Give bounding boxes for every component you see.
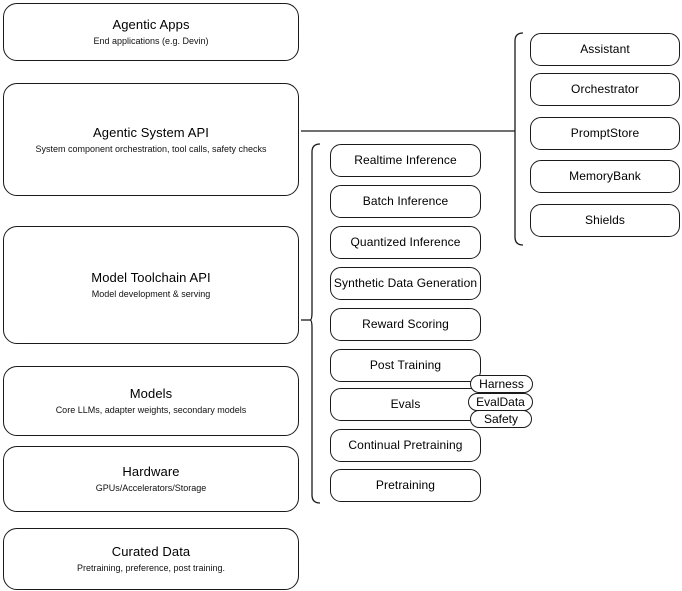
node-continual-pretraining[interactable]: Continual Pretraining xyxy=(330,429,481,462)
layer-model-toolchain-api[interactable]: Model Toolchain API Model development & … xyxy=(3,226,299,344)
right-group-brace xyxy=(514,32,524,246)
node-memorybank[interactable]: MemoryBank xyxy=(530,160,680,193)
node-reward-scoring[interactable]: Reward Scoring xyxy=(330,308,481,341)
layer-subtitle: End applications (e.g. Devin) xyxy=(93,36,209,46)
layer-models[interactable]: Models Core LLMs, adapter weights, secon… xyxy=(3,366,299,436)
layer-subtitle: Core LLMs, adapter weights, secondary mo… xyxy=(55,405,247,415)
node-label: Assistant xyxy=(580,42,630,56)
node-label: Post Training xyxy=(369,358,442,372)
node-realtime-inference[interactable]: Realtime Inference xyxy=(330,144,481,177)
pill-safety[interactable]: Safety xyxy=(470,410,532,428)
node-label: MemoryBank xyxy=(569,169,641,183)
pill-harness[interactable]: Harness xyxy=(470,375,533,393)
layer-title: Curated Data xyxy=(111,544,191,559)
layer-subtitle: Pretraining, preference, post training. xyxy=(76,563,226,573)
node-label: Reward Scoring xyxy=(362,317,449,331)
layer-agentic-apps[interactable]: Agentic Apps End applications (e.g. Devi… xyxy=(3,3,299,61)
node-pretraining[interactable]: Pretraining xyxy=(330,469,481,502)
pill-label: Harness xyxy=(479,377,524,391)
layer-subtitle: System component orchestration, tool cal… xyxy=(35,143,267,154)
pill-evaldata[interactable]: EvalData xyxy=(468,393,533,411)
layer-title: Agentic Apps xyxy=(112,17,190,32)
node-label: Continual Pretraining xyxy=(348,438,463,452)
layer-curated-data[interactable]: Curated Data Pretraining, preference, po… xyxy=(3,528,299,590)
node-shields[interactable]: Shields xyxy=(530,204,680,237)
node-label: Pretraining xyxy=(375,478,436,492)
node-evals[interactable]: Evals xyxy=(330,388,481,421)
node-label: Shields xyxy=(584,213,626,227)
layer-agentic-system-api[interactable]: Agentic System API System component orch… xyxy=(3,83,299,196)
node-promptstore[interactable]: PromptStore xyxy=(530,117,680,150)
node-label: Orchestrator xyxy=(571,82,639,96)
layer-title: Models xyxy=(129,386,173,401)
node-label: Quantized Inference xyxy=(350,235,461,249)
layer-subtitle: GPUs/Accelerators/Storage xyxy=(95,483,207,493)
layer-title: Agentic System API xyxy=(93,124,209,140)
node-label: Evals xyxy=(390,397,421,411)
node-synthetic-data-generation[interactable]: Synthetic Data Generation xyxy=(330,267,481,300)
layer-title: Hardware xyxy=(122,464,180,479)
layer-subtitle: Model development & serving xyxy=(91,289,211,299)
node-orchestrator[interactable]: Orchestrator xyxy=(530,73,680,106)
node-label: PromptStore xyxy=(570,126,640,140)
middle-group-brace xyxy=(309,143,321,504)
pill-label: Safety xyxy=(483,412,519,426)
node-label: Batch Inference xyxy=(362,194,449,208)
node-assistant[interactable]: Assistant xyxy=(530,33,680,66)
node-label: Synthetic Data Generation xyxy=(333,276,478,290)
node-post-training[interactable]: Post Training xyxy=(330,349,481,382)
layer-hardware[interactable]: Hardware GPUs/Accelerators/Storage xyxy=(3,446,299,512)
pill-label: EvalData xyxy=(476,395,525,409)
node-batch-inference[interactable]: Batch Inference xyxy=(330,185,481,218)
node-label: Realtime Inference xyxy=(354,153,457,167)
layer-title: Model Toolchain API xyxy=(91,270,211,285)
node-quantized-inference[interactable]: Quantized Inference xyxy=(330,226,481,259)
